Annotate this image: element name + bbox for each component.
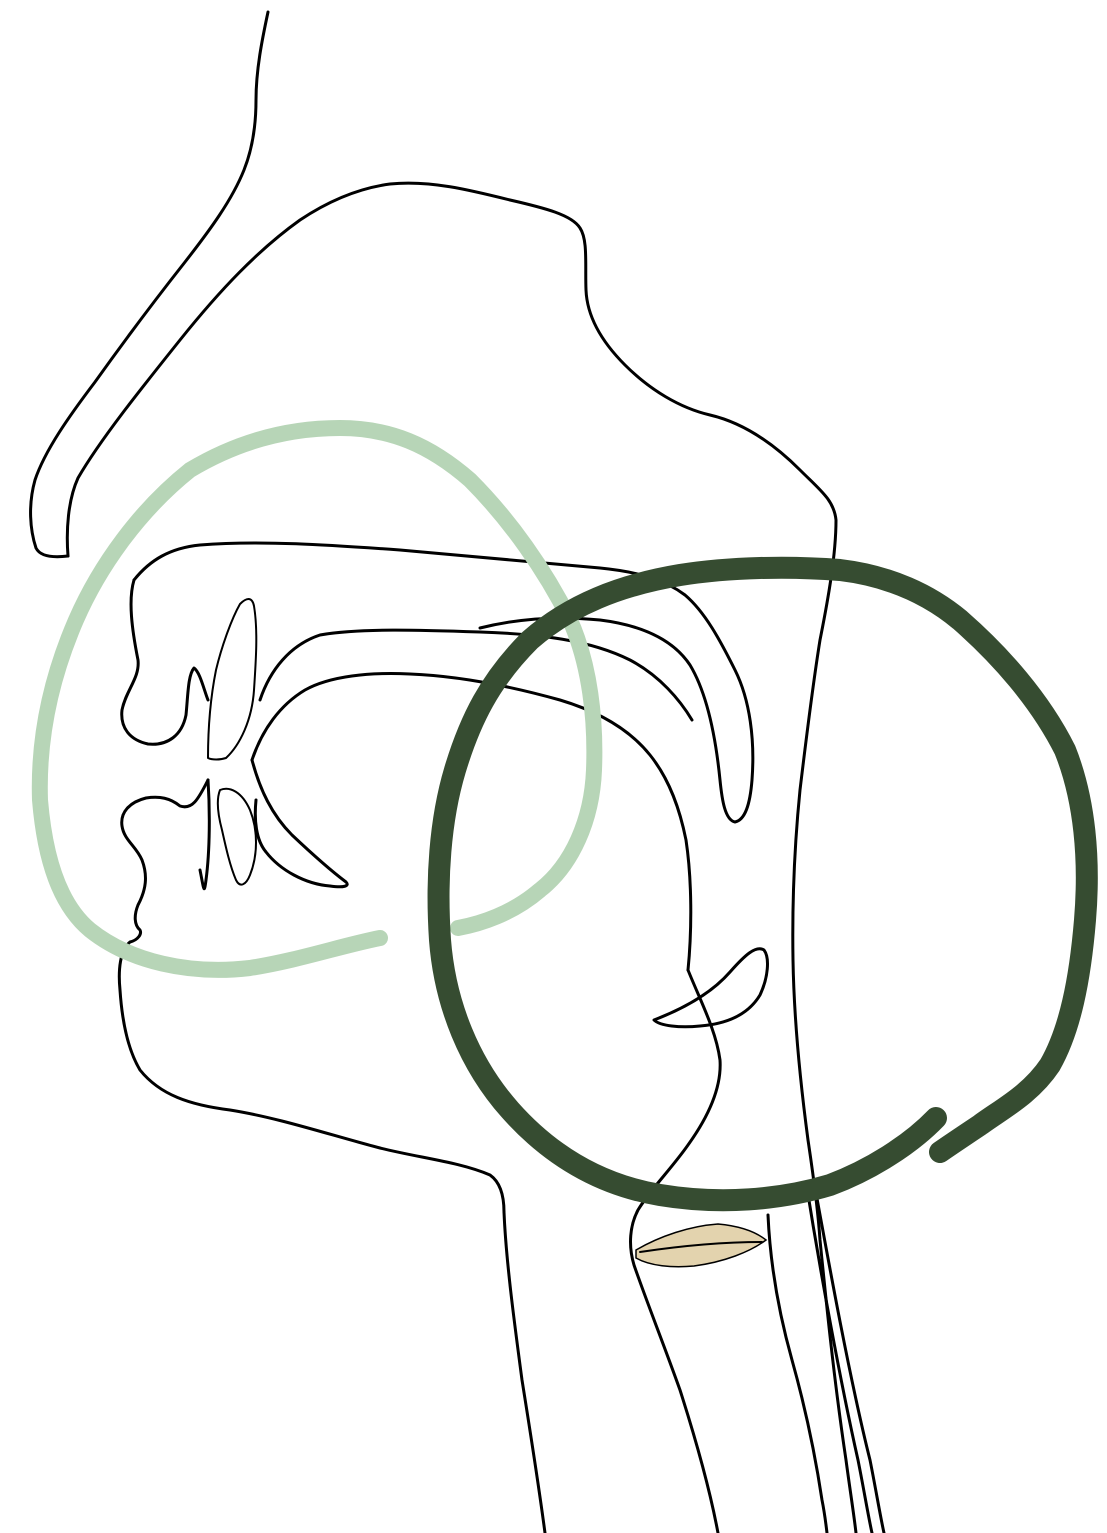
posterior-wall-line-1: [806, 1182, 872, 1533]
vocal-folds: [636, 1224, 766, 1267]
oral-cavity-highlight-circle: [40, 428, 595, 970]
upper-teeth: [208, 599, 256, 760]
nasal-cavity-outline: [67, 183, 856, 1533]
lower-teeth: [218, 789, 256, 885]
neck-front-line: [504, 1212, 545, 1533]
tongue-tip: [252, 760, 347, 887]
upper-lip: [122, 580, 208, 744]
epiglottis: [654, 949, 767, 1027]
nose-profile-line: [31, 12, 268, 557]
lower-jaw-tooth: [200, 780, 209, 889]
